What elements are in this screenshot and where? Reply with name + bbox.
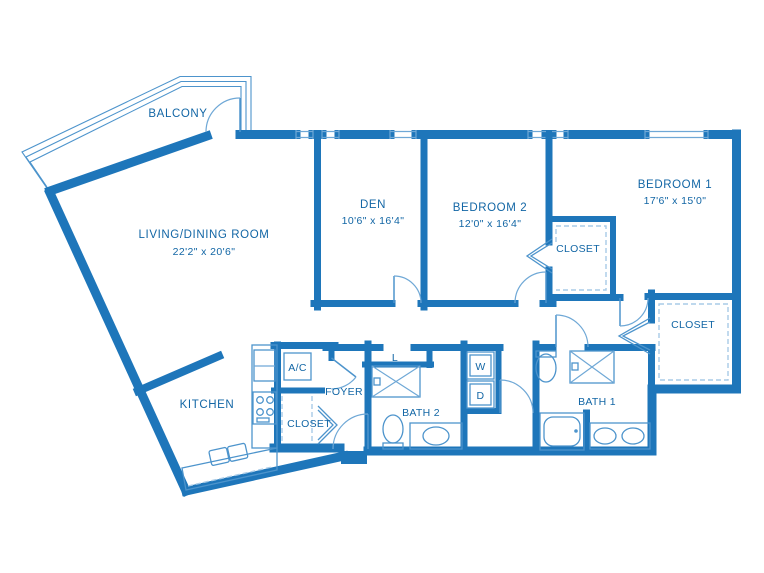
dims-bedroom2: 12'0" x 16'4": [459, 218, 522, 230]
balcony-railing: [21, 75, 252, 192]
kitchen-fixtures: [181, 344, 312, 491]
toilet: [382, 414, 404, 450]
room-labels: BALCONY LIVING/DINING ROOM 22'2" x 20'6"…: [139, 108, 715, 430]
shower: [569, 350, 615, 384]
doors: [205, 97, 651, 450]
bedroom2-closet-bifold: [525, 238, 553, 274]
stove: [252, 391, 277, 425]
label-washer: W: [475, 361, 485, 373]
label-ac-closet: A/C: [288, 362, 307, 374]
label-balcony: BALCONY: [148, 108, 207, 120]
label-closet-bedroom1: CLOSET: [671, 319, 715, 331]
bath2-fixtures: [371, 365, 463, 450]
kitchen-counter: [181, 447, 278, 491]
entry-threshold: [341, 451, 367, 464]
label-foyer: FOYER: [325, 386, 363, 398]
label-dryer: D: [477, 390, 485, 402]
entry-door: [332, 413, 369, 450]
bathtub: [539, 412, 585, 451]
bedroom2-door: [514, 271, 547, 304]
den-door: [393, 275, 422, 304]
bath1-fixtures: [535, 350, 651, 451]
bedroom1-closet-bifold: [617, 317, 651, 355]
closet-shelving: [187, 225, 729, 487]
label-bedroom1: BEDROOM 1: [638, 179, 712, 191]
label-bath2: BATH 2: [402, 407, 440, 419]
dims-den: 10'6" x 16'4": [342, 215, 405, 227]
dryer: [466, 380, 495, 409]
kitchen-counter: [251, 344, 278, 449]
label-living-dining: LIVING/DINING ROOM: [139, 229, 270, 241]
kitchen-sink: [208, 442, 249, 466]
exterior-walls: [44, 129, 741, 497]
toilet: [535, 350, 557, 383]
interior-walls: [132, 135, 740, 455]
washer: [466, 351, 495, 380]
label-bedroom2: BEDROOM 2: [453, 202, 527, 214]
dims-living-dining: 22'2" x 20'6": [173, 246, 236, 258]
foyer-closet-bifold: [317, 405, 338, 445]
label-closet-foyer: CLOSET: [287, 418, 331, 430]
label-closet-bedroom2: CLOSET: [556, 243, 600, 255]
dims-bedroom1: 17'6" x 15'0": [644, 195, 707, 207]
ac-unit: [283, 352, 312, 381]
label-kitchen: KITCHEN: [180, 399, 235, 411]
windows: [295, 130, 709, 139]
refrigerator: [253, 349, 276, 382]
shower: [371, 365, 421, 398]
bedroom1-door: [619, 297, 649, 327]
balcony-door: [205, 97, 241, 133]
laundry-door: [499, 379, 534, 414]
label-bath1: BATH 1: [578, 396, 616, 408]
bath1-door: [555, 314, 589, 348]
laundry-fixtures: [466, 351, 495, 409]
label-den: DEN: [360, 199, 386, 211]
ac-closet-door: [331, 357, 357, 390]
label-linen-closet: L: [392, 352, 398, 364]
vanity-sink: [409, 422, 463, 450]
double-vanity-sink: [589, 422, 651, 450]
